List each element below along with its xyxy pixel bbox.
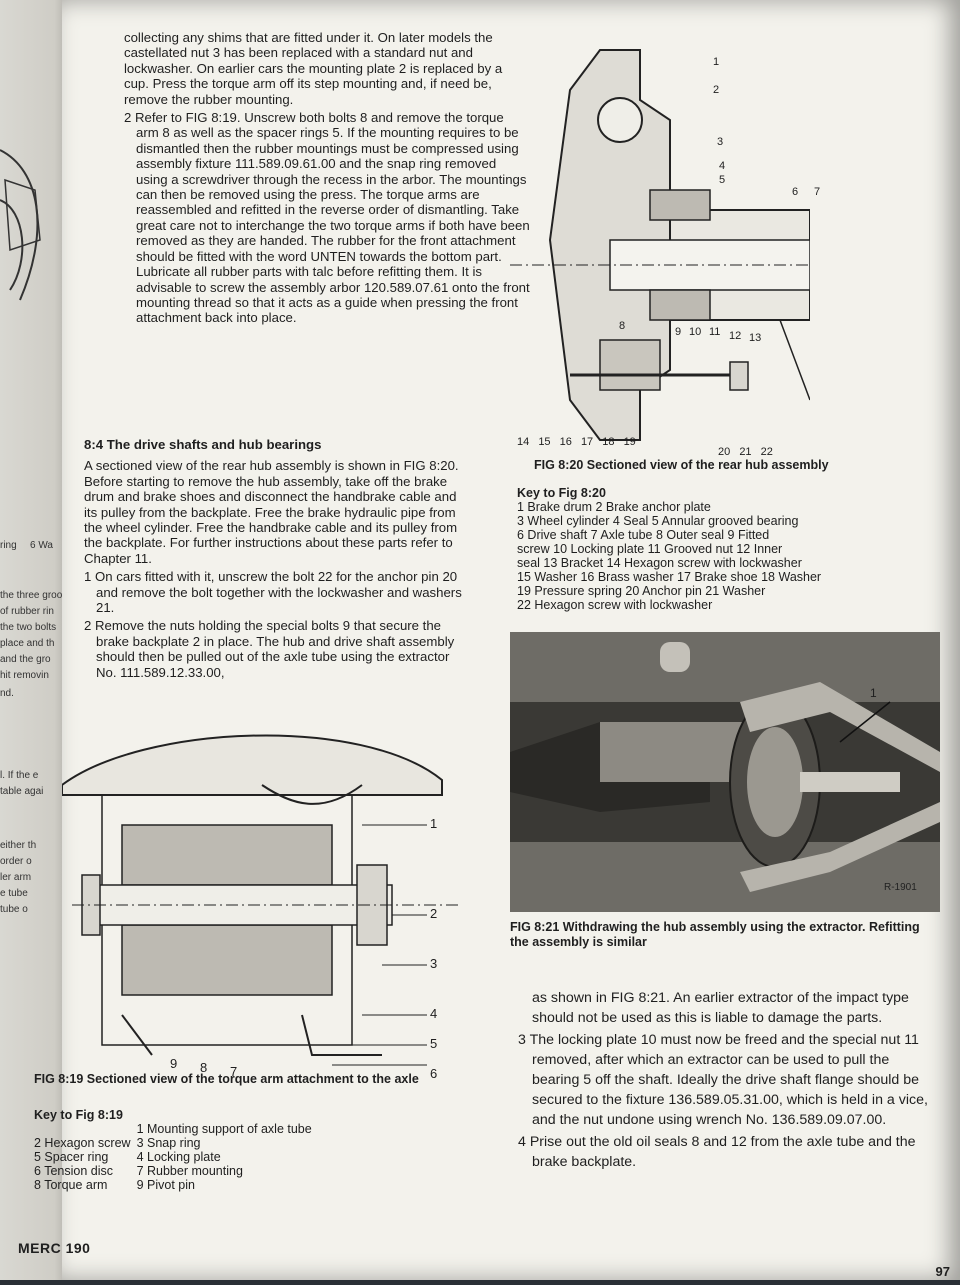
fig-8-21-photo — [510, 632, 940, 912]
left-page-fragment: nd. — [0, 688, 14, 699]
fig-8-20-callout: 16 — [559, 436, 572, 448]
fig-8-20-callout: 17 — [580, 436, 594, 448]
fig-8-19-callout: 6 — [430, 1066, 438, 1081]
fig-8-20-key: Key to Fig 8:20 1 Brake drum 2 Brake anc… — [517, 486, 917, 612]
fig-8-19-callout: 2 — [430, 906, 438, 921]
left-page-diagram-fragment — [0, 149, 41, 301]
left-page-fragment: l. If the e — [0, 770, 39, 781]
paragraph: collecting any shims that are fitted und… — [124, 30, 503, 107]
left-column-top-text: collecting any shims that are fitted und… — [124, 30, 530, 329]
fig-8-19-callout: 5 — [430, 1036, 438, 1051]
key-line: 22 Hexagon screw with lockwasher — [517, 598, 713, 612]
fig-8-20-callout: 8 — [619, 320, 626, 332]
fig-8-20-callout: 15 — [538, 436, 551, 448]
key-cell: 5 Spacer ring — [34, 1150, 109, 1164]
key-line: 1 Brake drum 2 Brake anchor plate — [517, 500, 711, 514]
fig-8-20-diagram — [510, 49, 810, 441]
fig-8-20-callout: 13 — [749, 332, 762, 344]
left-page-fragment: of rubber rin — [0, 606, 54, 617]
fig-8-21-caption: FIG 8:21 Withdrawing the hub assembly us… — [510, 920, 920, 949]
key-cell: 7 Rubber mounting — [136, 1164, 243, 1178]
fig-8-20-bottom-callouts-left: 14 15 16 17 18 19 — [517, 436, 636, 448]
left-page-fragment: either th — [0, 840, 37, 851]
left-page-fragment: e tube — [0, 888, 28, 899]
fig-8-19-callout: 9 — [170, 1056, 178, 1071]
key-title: Key to Fig 8:19 — [34, 1108, 123, 1122]
fig-8-20-callout: 18 — [602, 436, 615, 448]
paragraph: 4 Prise out the old oil seals 8 and 12 f… — [518, 1134, 916, 1170]
fig-8-20-callout: 9 — [675, 326, 682, 338]
left-page-fragment: ring — [0, 540, 17, 551]
key-title: Key to Fig 8:20 — [517, 486, 606, 500]
right-column-bottom-text: as shown in FIG 8:21. An earlier extract… — [514, 988, 938, 1174]
fig-8-19-callout: 1 — [430, 816, 438, 831]
fig-8-20-callout: 19 — [623, 436, 636, 448]
left-page-fragment: table agai — [0, 786, 44, 797]
key-cell — [34, 1122, 137, 1136]
fig-8-20-callout: 7 — [814, 186, 821, 198]
key-line: 3 Wheel cylinder 4 Seal 5 Annular groove… — [517, 514, 799, 528]
fig-8-19-caption: FIG 8:19 Sectioned view of the torque ar… — [34, 1072, 419, 1086]
key-cell: 2 Hexagon screw — [34, 1136, 131, 1150]
fig-8-20-callout: 4 — [719, 160, 726, 172]
key-cell: 6 Tension disc — [34, 1164, 113, 1178]
fig-8-20-callout: 5 — [719, 174, 726, 186]
left-page-fragment: ler arm — [0, 872, 32, 883]
paragraph: 2 Remove the nuts holding the special bo… — [84, 618, 455, 680]
fig-8-20-callout: 14 — [517, 436, 530, 448]
fig-8-20-callout: 21 — [739, 446, 752, 458]
fig-8-20-caption: FIG 8:20 Sectioned view of the rear hub … — [534, 458, 829, 472]
section-heading: 8:4 The drive shafts and hub bearings — [84, 437, 322, 452]
left-column-mid-text: 8:4 The drive shafts and hub bearings A … — [84, 425, 462, 683]
paragraph: 3 The locking plate 10 must now be freed… — [518, 1032, 928, 1128]
key-cell: 8 Torque arm — [34, 1178, 108, 1192]
fig-8-20-callout: 10 — [689, 326, 702, 338]
fig-8-19-callout: 4 — [430, 1006, 438, 1021]
paragraph: as shown in FIG 8:21. An earlier extract… — [532, 990, 909, 1026]
page-number: 97 — [935, 1264, 950, 1279]
fig-8-20-callout: 6 — [792, 186, 799, 198]
fig-8-21-plate-code: R-1901 — [884, 882, 917, 893]
paragraph: 2 Refer to FIG 8:19. Unscrew both bolts … — [124, 110, 530, 326]
fig-8-20-callout: 20 — [718, 446, 731, 458]
fig-8-20-callout: 3 — [717, 136, 724, 148]
key-line: 6 Drive shaft 7 Axle tube 8 Outer seal 9… — [517, 528, 770, 542]
fig-8-20-callout: 11 — [709, 326, 721, 338]
key-cell: 1 Mounting support of axle tube — [136, 1122, 312, 1136]
left-page-fragment: order o — [0, 856, 32, 867]
key-cell: 4 Locking plate — [136, 1150, 221, 1164]
manual-page: collecting any shims that are fitted und… — [34, 0, 960, 1280]
fig-8-19-diagram — [62, 734, 462, 1066]
paragraph: A sectioned view of the rear hub assembl… — [84, 458, 459, 566]
fig-8-20-callout: 1 — [713, 56, 720, 68]
fig-8-19-callout: 8 — [200, 1060, 208, 1075]
key-cell: 9 Pivot pin — [136, 1178, 195, 1192]
left-page-fragment: 6 Wa — [30, 540, 53, 551]
left-page-fragment: hit removin — [0, 670, 49, 681]
left-page-fragment: tube o — [0, 904, 28, 915]
fig-8-19-key: Key to Fig 8:19 1 Mounting support of ax… — [34, 1108, 444, 1192]
left-page-fragment: place and th — [0, 638, 55, 649]
key-line: screw 10 Locking plate 11 Grooved nut 12… — [517, 542, 783, 556]
key-line: seal 13 Bracket 14 Hexagon screw with lo… — [517, 556, 802, 570]
fig-8-20-callout: 2 — [713, 84, 720, 96]
key-line: 15 Washer 16 Brass washer 17 Brake shoe … — [517, 570, 822, 584]
left-page-fragment: the two bolts — [0, 622, 57, 633]
key-table: 1 Mounting support of axle tube 2 Hexago… — [34, 1122, 318, 1192]
paragraph: 1 On cars fitted with it, unscrew the bo… — [84, 569, 462, 616]
fig-8-19-callout: 3 — [430, 956, 438, 971]
fig-8-20-bottom-callouts-right: 20 21 22 — [718, 446, 773, 458]
page-footer: MERC 190 — [18, 1240, 91, 1256]
left-page-fragment: the three groo — [0, 590, 63, 601]
fig-8-20-callout: 12 — [729, 330, 742, 342]
key-line: 19 Pressure spring 20 Anchor pin 21 Wash… — [517, 584, 766, 598]
left-page-fragment: and the gro — [0, 654, 51, 665]
fig-8-21-callout: 1 — [870, 686, 877, 700]
fig-8-19-callout: 7 — [230, 1064, 238, 1079]
key-cell: 3 Snap ring — [136, 1136, 201, 1150]
fig-8-20-callout: 22 — [760, 446, 773, 458]
